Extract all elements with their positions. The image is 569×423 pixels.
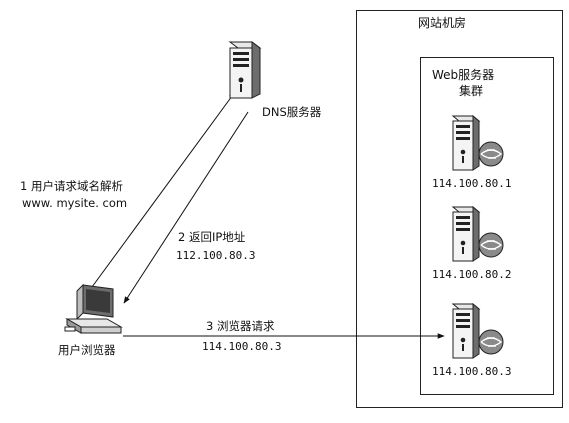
- server-ip-2: 114.100.80.2: [432, 268, 512, 281]
- web-server-icon: [451, 205, 504, 262]
- dns-server-label: DNS服务器: [262, 105, 322, 119]
- step1-domain: www. mysite. com: [22, 196, 128, 210]
- client-computer-icon: [64, 283, 123, 334]
- cluster-title-line1: Web服务器: [432, 68, 495, 82]
- web-server-icon: [451, 114, 504, 171]
- dns-server-icon: [228, 41, 262, 99]
- return-ip-arrow: [123, 111, 249, 304]
- web-cluster-box: [420, 57, 554, 395]
- step2-ip: 112.100.80.3: [176, 249, 256, 262]
- cluster-title-line2: 集群: [459, 84, 484, 98]
- step3-ip: 114.100.80.3: [202, 340, 282, 353]
- server-ip-3: 114.100.80.3: [432, 365, 512, 378]
- step1-label: 1 用户请求域名解析: [20, 179, 123, 193]
- step2-label: 2 返回IP地址: [178, 230, 246, 244]
- request-dns-arrow: [91, 91, 236, 288]
- datacenter-title: 网站机房: [418, 16, 467, 30]
- client-browser-label: 用户浏览器: [58, 343, 116, 357]
- web-server-icon: [451, 302, 504, 359]
- datacenter-box: [356, 10, 563, 408]
- server-ip-1: 114.100.80.1: [432, 177, 512, 190]
- step3-label: 3 浏览器请求: [206, 319, 275, 333]
